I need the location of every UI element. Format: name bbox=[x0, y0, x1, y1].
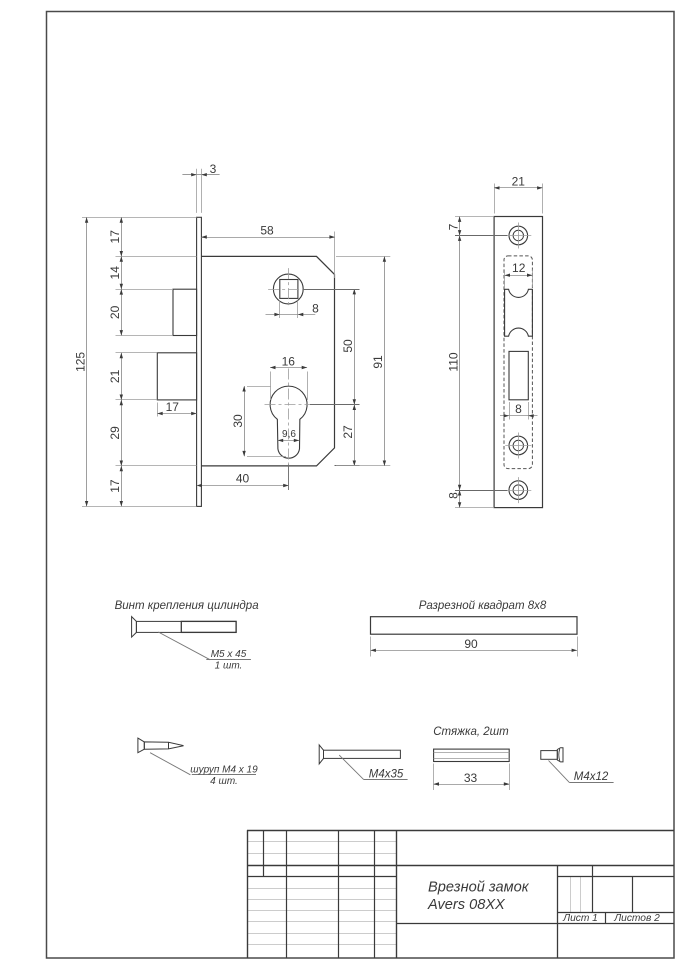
svg-text:М4х35: М4х35 bbox=[369, 768, 404, 780]
svg-text:27: 27 bbox=[341, 425, 355, 439]
svg-text:16: 16 bbox=[282, 354, 296, 368]
svg-text:29: 29 bbox=[108, 426, 122, 440]
svg-text:9,6: 9,6 bbox=[282, 429, 296, 440]
svg-text:Винт крепления цилиндра: Винт крепления цилиндра bbox=[115, 600, 259, 612]
svg-text:Листов 2: Листов 2 bbox=[613, 913, 660, 924]
svg-text:1 шт.: 1 шт. bbox=[215, 661, 243, 672]
svg-text:Avers 08XX: Avers 08XX bbox=[427, 897, 506, 913]
svg-text:50: 50 bbox=[341, 339, 355, 353]
svg-text:17: 17 bbox=[108, 479, 122, 493]
svg-text:17: 17 bbox=[166, 400, 180, 414]
svg-text:шуруп М4 х 19: шуруп М4 х 19 bbox=[190, 764, 258, 775]
svg-text:7: 7 bbox=[446, 223, 460, 230]
svg-text:12: 12 bbox=[512, 261, 526, 275]
svg-text:90: 90 bbox=[464, 637, 478, 651]
svg-text:Врезной замок: Врезной замок bbox=[428, 880, 530, 896]
svg-text:33: 33 bbox=[464, 771, 478, 785]
svg-text:4 шт.: 4 шт. bbox=[210, 776, 238, 787]
svg-text:8: 8 bbox=[446, 492, 460, 499]
svg-text:Стяжка, 2шт: Стяжка, 2шт bbox=[433, 726, 509, 738]
svg-text:110: 110 bbox=[446, 352, 460, 371]
svg-text:40: 40 bbox=[236, 471, 250, 485]
svg-text:Разрезной квадрат 8х8: Разрезной квадрат 8х8 bbox=[419, 600, 547, 612]
svg-text:Лист 1: Лист 1 bbox=[562, 913, 598, 924]
svg-text:58: 58 bbox=[260, 224, 274, 238]
svg-text:20: 20 bbox=[108, 305, 122, 319]
svg-text:125: 125 bbox=[73, 352, 87, 372]
svg-text:14: 14 bbox=[108, 266, 122, 280]
svg-text:30: 30 bbox=[231, 414, 245, 428]
svg-text:M5 x 45: M5 x 45 bbox=[211, 649, 247, 660]
svg-text:8: 8 bbox=[515, 402, 522, 416]
svg-text:91: 91 bbox=[371, 355, 385, 369]
svg-text:17: 17 bbox=[108, 230, 122, 244]
svg-text:21: 21 bbox=[108, 369, 122, 383]
svg-text:М4х12: М4х12 bbox=[574, 771, 609, 783]
svg-text:8: 8 bbox=[312, 302, 319, 316]
svg-text:3: 3 bbox=[210, 162, 217, 176]
svg-text:21: 21 bbox=[512, 175, 526, 189]
